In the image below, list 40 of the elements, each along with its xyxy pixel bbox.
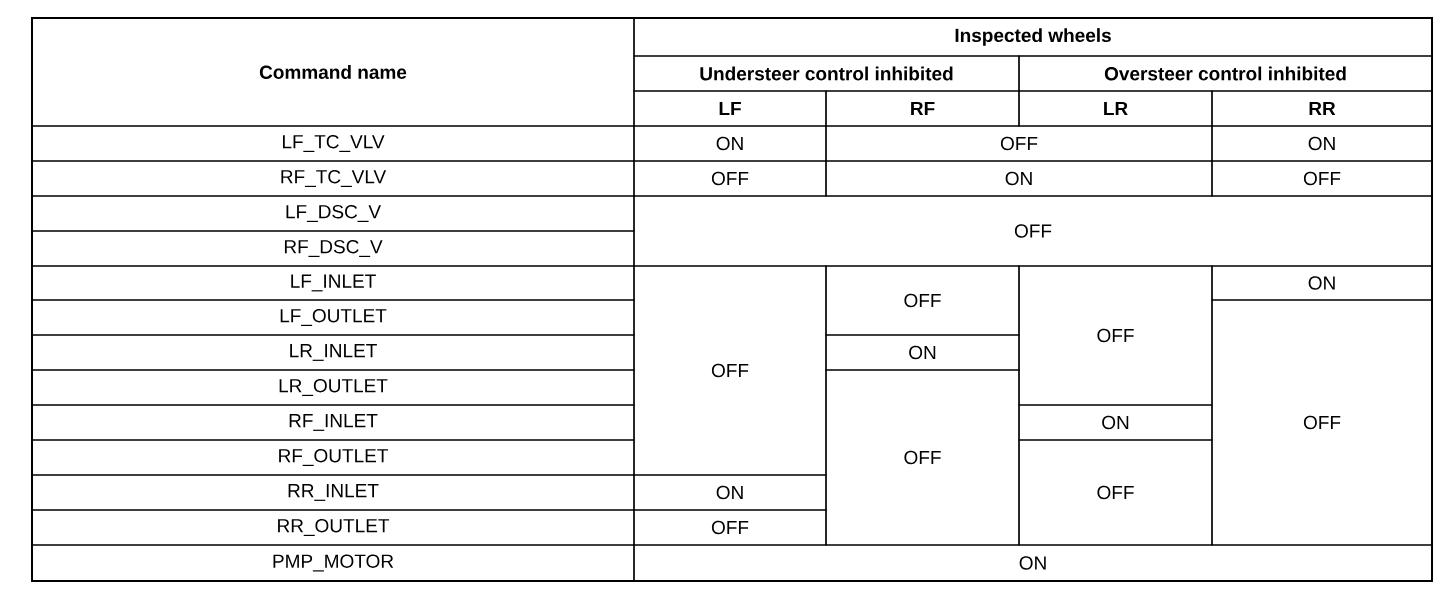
- table-cell: OFF: [633, 160, 827, 197]
- table-cell: OFF: [633, 509, 827, 546]
- header-cell: LF: [633, 90, 827, 127]
- header-cell: Oversteer control inhibited: [1018, 55, 1433, 92]
- table-cell: ON: [633, 544, 1433, 582]
- label: Command name: [259, 65, 407, 79]
- table-cell: LF_DSC_V: [31, 195, 635, 232]
- table-cell: OFF: [1211, 299, 1433, 546]
- table-cell: RR_INLET: [31, 474, 635, 511]
- table-cell: OFF: [825, 125, 1213, 162]
- table-cell: OFF: [825, 265, 1020, 336]
- table-cell: LF_OUTLET: [31, 299, 635, 336]
- table-cell: RF_TC_VLV: [31, 160, 635, 197]
- table-cell: ON: [825, 160, 1213, 197]
- table-cell: RF_INLET: [31, 404, 635, 441]
- table-cell: OFF: [1211, 160, 1433, 197]
- table-cell: OFF: [1018, 265, 1213, 406]
- table-cell: LR_OUTLET: [31, 369, 635, 406]
- table-cell: ON: [633, 474, 827, 511]
- table-cell: PMP_MOTOR: [31, 544, 635, 582]
- table-cell: LR_INLET: [31, 334, 635, 371]
- table-cell: RF_DSC_V: [31, 230, 635, 267]
- table-cell: ON: [633, 125, 827, 162]
- table-cell: OFF: [1018, 439, 1213, 546]
- table-cell: OFF: [633, 265, 827, 476]
- table-cell: LF_INLET: [31, 265, 635, 301]
- table-cell: ON: [1211, 265, 1433, 301]
- header-cell: LR: [1018, 90, 1213, 127]
- table-cell: OFF: [633, 195, 1433, 267]
- table-cell: OFF: [825, 369, 1020, 546]
- header-cell: RF: [825, 90, 1020, 127]
- table-cell: ON: [1211, 125, 1433, 162]
- header-cell: Understeer control inhibited: [633, 55, 1020, 92]
- table-cell: RF_OUTLET: [31, 439, 635, 476]
- label: Inspected wheels: [955, 28, 1111, 46]
- header-cell: RR: [1211, 90, 1433, 127]
- table-cell: ON: [825, 334, 1020, 371]
- table-cell: ON: [1018, 404, 1213, 441]
- table-cell: RR_OUTLET: [31, 509, 635, 546]
- table-cell: LF_TC_VLV: [31, 125, 635, 162]
